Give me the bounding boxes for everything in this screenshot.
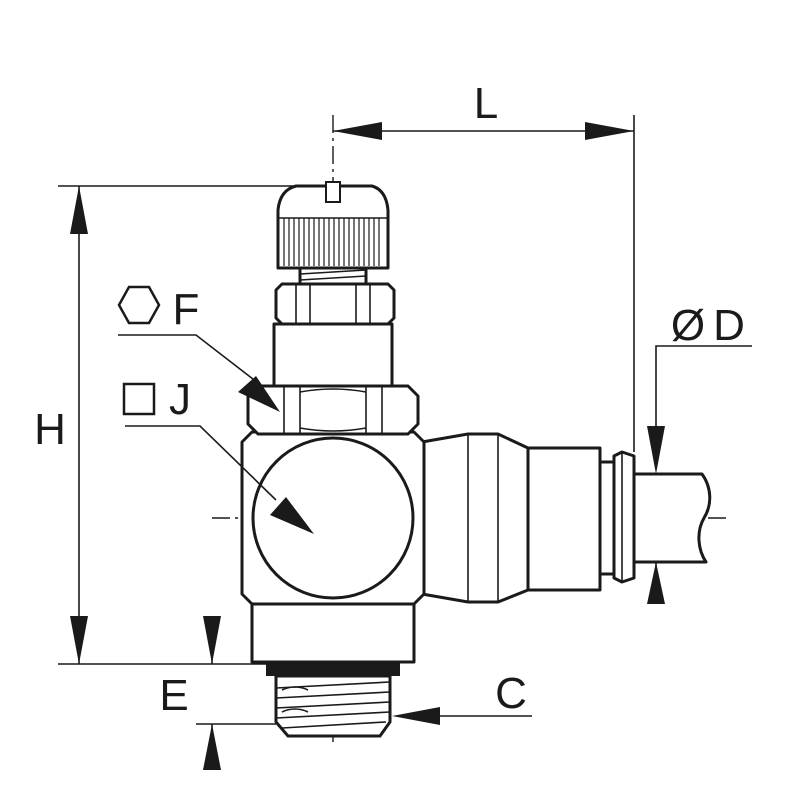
callout-j: J — [122, 375, 314, 534]
adjusting-screw-thread — [298, 266, 368, 286]
knurled-adjustment-knob — [276, 181, 390, 270]
fitting-collar — [420, 432, 530, 604]
label-c: C — [495, 669, 527, 718]
label-f: F — [173, 285, 200, 334]
upper-hex-nut — [274, 282, 396, 326]
dimension-d: Ø D — [647, 301, 752, 604]
lower-hex-nut — [246, 384, 420, 436]
release-ring-inner — [598, 460, 616, 576]
push-in-fitting — [420, 432, 636, 604]
callout-f: F — [117, 285, 280, 412]
screwdriver-slot — [325, 181, 341, 203]
label-e: E — [159, 671, 188, 720]
sealing-washer — [266, 662, 400, 676]
label-d: D — [713, 301, 745, 350]
dimension-h: H — [34, 185, 296, 665]
bottom-thread — [266, 662, 400, 738]
label-h: H — [34, 405, 66, 454]
dimension-c: C — [392, 669, 532, 725]
diameter-symbol: Ø — [671, 301, 705, 350]
release-ring — [612, 450, 636, 584]
fitting-sleeve — [526, 446, 602, 592]
body-bore-circle — [251, 436, 415, 600]
valve-stem — [272, 322, 394, 388]
hexagon-icon — [117, 285, 161, 325]
valve-body — [240, 430, 426, 664]
tube — [626, 472, 712, 564]
dimension-l: L — [333, 79, 635, 452]
square-icon — [122, 382, 156, 416]
label-l: L — [474, 79, 498, 128]
body-lower-neck — [250, 602, 416, 664]
label-j: J — [169, 375, 191, 424]
dimension-e: E — [159, 616, 276, 770]
